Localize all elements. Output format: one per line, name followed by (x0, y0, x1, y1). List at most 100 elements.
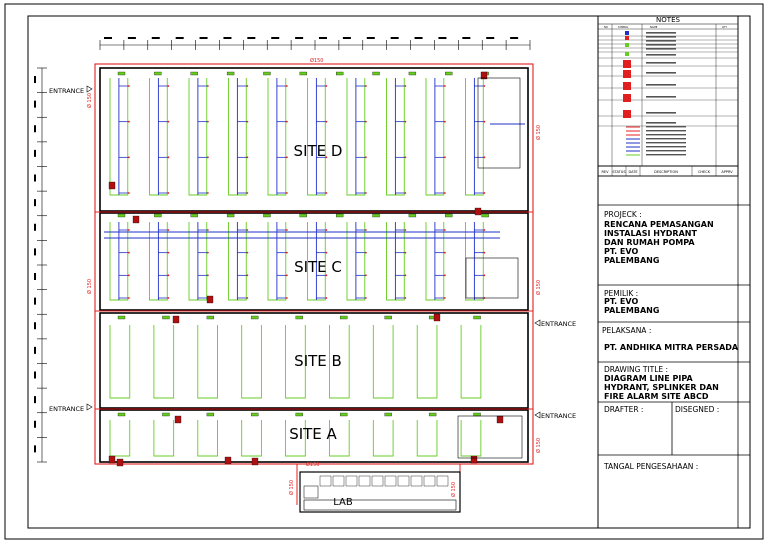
sprinkler-valve-box (340, 412, 348, 417)
pipe-size-right-top: Ø 150 (535, 125, 542, 140)
sprinkler-valve-box (408, 71, 417, 76)
sprinkler-valve-box (190, 213, 198, 218)
dimension-text-mark (34, 396, 36, 404)
dimension-text-mark (104, 37, 112, 39)
pipe-size-bottom: Ø150 (306, 461, 319, 468)
sprinkler-head (246, 251, 249, 254)
sprinkler-head (206, 120, 209, 123)
sprinkler-head (285, 274, 288, 277)
sprinkler-head (246, 297, 249, 299)
legend-pipe-text-mark (646, 142, 686, 144)
sprinkler-head (483, 251, 486, 254)
sprinkler-head (364, 120, 367, 123)
entrance-label-right-bottom: ENTRANCE (541, 412, 576, 420)
site-c-blue-mains (104, 231, 500, 239)
lab-building: LAB Ø 150 Ø 150 (288, 471, 461, 513)
dimension-text-mark (175, 37, 184, 39)
sprinkler-head (443, 85, 446, 87)
sprinkler-head (127, 156, 130, 159)
sprinkler-branch (153, 325, 175, 399)
legend-row-text-mark (646, 32, 676, 34)
notes-table: NOTES NO SYMBOL NAME QTY (597, 15, 739, 167)
sprinkler-valve-box (226, 71, 235, 76)
hydrant-box (433, 313, 441, 322)
hydrant-box (174, 415, 182, 424)
sprinkler-head (167, 274, 170, 277)
lab-label: LAB (333, 497, 353, 508)
sprinkler-valve-box (336, 71, 344, 76)
sprinkler-valve-box (295, 315, 303, 320)
lab-room (423, 475, 436, 487)
sprinkler-head (443, 274, 446, 277)
dimension-text-mark (295, 37, 304, 39)
sprinkler-valve-box (384, 412, 392, 417)
sprinkler-head (404, 156, 407, 159)
legend-pipe-text-mark (646, 138, 686, 140)
sprinkler-head (285, 156, 288, 159)
sprinkler-valve-box (263, 71, 271, 76)
sprinkler-head (404, 229, 407, 231)
sprinkler-head (127, 251, 130, 254)
notes-col-name: NAME (650, 25, 658, 29)
sprinkler-head (285, 85, 288, 87)
entrance-marker-left-top: ENTRANCE (49, 85, 93, 95)
dimension-text-mark (34, 346, 36, 354)
sprinkler-head (206, 192, 209, 194)
lab-room (303, 485, 319, 499)
sprinkler-head (404, 297, 407, 299)
legend-pipe-text-mark (646, 154, 686, 156)
legend-row-text-mark (646, 62, 676, 64)
pipe-size-lab-left: Ø 150 (288, 480, 295, 495)
dimension-text-mark (34, 273, 36, 280)
dimension-text-mark (151, 37, 160, 39)
sprinkler-valve-box (408, 213, 417, 218)
dimension-text-mark (34, 76, 36, 83)
legend-symbol (625, 36, 629, 40)
sprinkler-valve-box (473, 315, 481, 320)
legend-symbol (623, 94, 631, 102)
sprinkler-head (483, 274, 486, 277)
sprinkler-valve-box (295, 412, 303, 417)
sprinkler-valve-box (372, 71, 380, 76)
sprinkler-head (325, 192, 328, 194)
sprinkler-valve-box (162, 315, 170, 320)
sprinkler-head (206, 85, 209, 87)
sprinkler-head (167, 156, 170, 159)
sprinkler-head (443, 120, 446, 123)
hydrant-ring-main (94, 63, 534, 465)
sprinkler-valve-box (299, 71, 307, 76)
legend-row-text-mark (646, 72, 676, 74)
dimension-text-mark (34, 322, 36, 330)
legend-symbol (623, 82, 631, 90)
sprinkler-head (443, 297, 446, 299)
title-block-grid (598, 16, 750, 528)
dimension-text-mark (34, 174, 36, 182)
dimension-text-mark (34, 149, 36, 157)
notes-col-qty: QTY (722, 25, 727, 29)
dimension-text-mark (247, 37, 256, 39)
rev-col-description: DESCRIPTION (654, 170, 678, 174)
legend-symbol (623, 70, 631, 78)
sprinkler-head (206, 229, 209, 231)
project-value: RENCANA PEMASANGAN INSTALASI HYDRANT DAN… (604, 220, 714, 265)
legend-row-text-mark (646, 36, 676, 38)
notes-title: NOTES (656, 16, 680, 24)
sprinkler-valve-box (340, 315, 348, 320)
legend-row-text-mark (646, 44, 676, 46)
notes-col-no: NO (604, 25, 608, 29)
entrance-arrow-icon (534, 319, 541, 327)
hydrant-box (224, 456, 232, 465)
sprinkler-head (483, 120, 486, 123)
site-d-outline (99, 67, 529, 212)
dimension-text-mark (34, 100, 36, 108)
legend-symbol (623, 110, 631, 118)
dimension-text-mark (34, 199, 36, 207)
owner-label: PEMILIK : (604, 289, 639, 298)
legend-pipe-text-mark (646, 126, 686, 128)
sprinkler-head (325, 120, 328, 123)
sprinkler-head (167, 85, 170, 87)
sprinkler-valve-box (336, 213, 344, 218)
sprinkler-head (364, 251, 367, 254)
lab-room (371, 475, 384, 487)
sprinkler-valve-box (226, 213, 235, 218)
